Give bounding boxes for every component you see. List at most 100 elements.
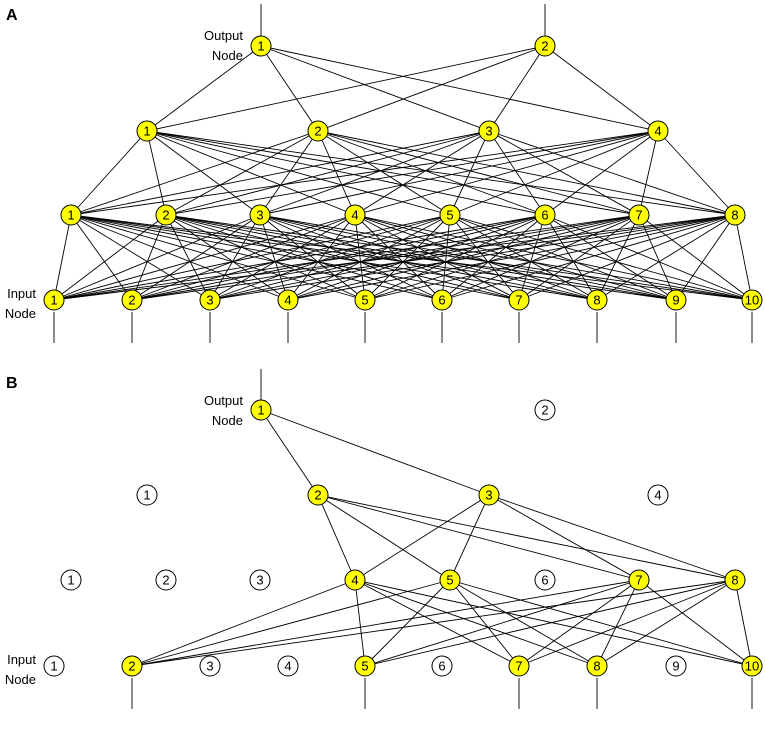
network-edge — [260, 409, 490, 496]
network-edge — [596, 579, 640, 667]
network-node: 8 — [724, 569, 746, 591]
node-label: 4 — [284, 293, 291, 308]
network-edge — [354, 579, 753, 667]
node-label: 2 — [314, 124, 321, 139]
network-edge — [364, 579, 451, 667]
active-node-circle — [741, 289, 763, 311]
network-edge — [317, 494, 640, 581]
network-edge — [131, 214, 736, 301]
node-label: 1 — [50, 659, 57, 674]
network-edge — [544, 214, 753, 301]
network-edge — [70, 130, 319, 216]
inactive-node-circle — [136, 484, 158, 506]
node-label: 3 — [256, 208, 263, 223]
node-label: 6 — [541, 573, 548, 588]
network-edge — [259, 214, 598, 301]
network-edge — [165, 130, 490, 216]
network-node: 9 — [665, 289, 687, 311]
network-node: 2 — [155, 569, 177, 591]
network-edge — [259, 214, 366, 301]
node-label: 1 — [143, 488, 150, 503]
network-edge — [131, 579, 640, 667]
network-node: 10 — [741, 655, 763, 677]
network-edge — [317, 494, 356, 581]
input-node-label-b-line1: Input — [7, 652, 36, 667]
active-node-circle — [307, 484, 329, 506]
network-edge — [146, 45, 262, 132]
network-edge — [165, 214, 753, 301]
network-edge — [165, 130, 319, 216]
network-edge — [354, 214, 753, 301]
network-edge — [488, 45, 546, 132]
network-edge — [449, 214, 753, 301]
output-node-label-b-line2: Node — [212, 413, 243, 428]
network-edge — [53, 214, 451, 301]
node-label: 4 — [654, 488, 661, 503]
active-node-circle — [431, 289, 453, 311]
active-node-circle — [250, 35, 272, 57]
node-label: 10 — [745, 293, 759, 308]
network-edge — [70, 214, 366, 301]
network-node: 8 — [724, 204, 746, 226]
network-edge — [70, 214, 598, 301]
network-edge — [317, 494, 451, 581]
network-edge — [146, 130, 356, 216]
network-edge — [70, 130, 659, 216]
network-edge — [449, 579, 598, 667]
inactive-node-circle — [431, 655, 453, 677]
network-edge — [165, 214, 366, 301]
network-edge — [53, 214, 736, 301]
active-node-circle — [586, 655, 608, 677]
node-label: 2 — [541, 39, 548, 54]
network-edge — [259, 214, 443, 301]
network-node: 1 — [250, 35, 272, 57]
active-node-circle — [478, 484, 500, 506]
node-label: 1 — [67, 573, 74, 588]
node-label: 2 — [314, 488, 321, 503]
network-edge — [209, 214, 546, 301]
inactive-node-circle — [277, 655, 299, 677]
active-node-circle — [439, 204, 461, 226]
node-label: 3 — [206, 293, 213, 308]
inactive-node-circle — [647, 484, 669, 506]
network-edge — [518, 214, 736, 301]
network-edge — [146, 45, 546, 132]
active-node-circle — [628, 569, 650, 591]
network-edge — [260, 45, 319, 132]
network-node: 5 — [354, 655, 376, 677]
network-edge — [354, 214, 598, 301]
network-edge — [449, 130, 659, 216]
network-edge — [449, 494, 490, 581]
network-edge — [70, 214, 753, 301]
network-node: 1 — [43, 655, 65, 677]
node-label: 4 — [654, 124, 661, 139]
network-edge — [317, 130, 640, 216]
network-edge — [131, 579, 736, 667]
network-edge — [317, 130, 546, 216]
network-edge — [354, 130, 490, 216]
network-edge — [544, 130, 659, 216]
panel-letter-a: A — [6, 7, 18, 24]
network-node: 1 — [250, 399, 272, 421]
network-edge — [364, 579, 640, 667]
active-node-circle — [121, 289, 143, 311]
node-label: 8 — [593, 293, 600, 308]
network-node: 4 — [344, 569, 366, 591]
network-node: 3 — [199, 655, 221, 677]
network-node: 6 — [534, 569, 556, 591]
network-node: 2 — [121, 655, 143, 677]
active-node-circle — [155, 204, 177, 226]
network-node: 9 — [665, 655, 687, 677]
network-edge — [70, 214, 520, 301]
network-edge — [259, 214, 520, 301]
network-edge — [131, 214, 640, 301]
network-edge — [449, 579, 753, 667]
network-edge — [146, 130, 261, 216]
inactive-node-circle — [155, 569, 177, 591]
network-node: 6 — [534, 204, 556, 226]
network-edge — [317, 130, 736, 216]
network-edge — [53, 214, 72, 301]
network-edge — [354, 579, 366, 667]
network-edge — [259, 130, 319, 216]
